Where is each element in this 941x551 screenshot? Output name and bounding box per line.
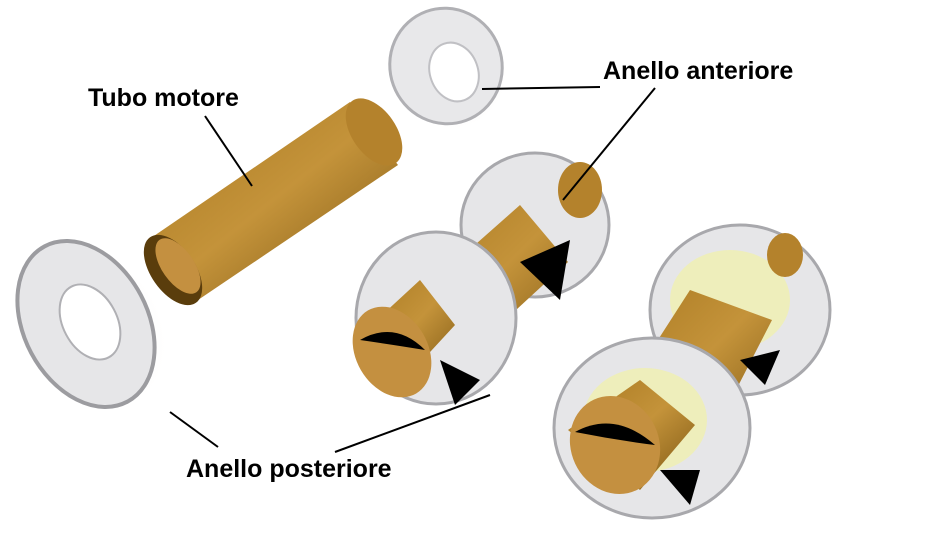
rear-ring-loose xyxy=(15,239,170,415)
label-anello-posteriore: Anello posteriore xyxy=(186,455,392,483)
motor-tube xyxy=(143,98,403,306)
label-tubo-motore: Tubo motore xyxy=(88,84,239,112)
label-anello-anteriore: Anello anteriore xyxy=(603,57,794,85)
leader-front-ring-2 xyxy=(562,87,656,201)
front-ring-loose xyxy=(388,6,510,132)
leader-front-ring-1 xyxy=(481,86,601,90)
leader-rear-ring-1 xyxy=(169,411,219,448)
assembly-2 xyxy=(552,223,832,520)
leader-lines xyxy=(169,86,656,453)
assembly-1 xyxy=(352,151,611,406)
leader-rear-ring-2 xyxy=(334,394,491,453)
leader-tube xyxy=(204,115,253,187)
